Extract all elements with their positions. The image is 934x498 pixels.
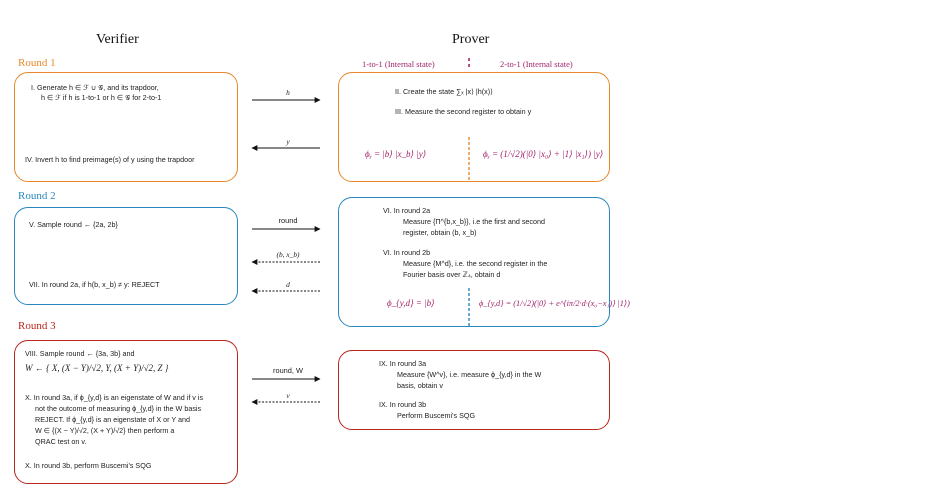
round3-prover-box: IX. In round 3a Measure {W^v}, i.e. meas… <box>338 350 610 430</box>
round2-verifier-box: V. Sample round ← {2a, 2b} VII. In round… <box>14 207 238 305</box>
r2-state-right: ϕ_{y,d} = (1/√2)(|0⟩ + e^{iπ/2·d·(x₀−x₁)… <box>479 299 630 308</box>
round2-label: Round 2 <box>18 190 56 202</box>
r3-arrow-roundW-label: round, W <box>273 366 303 375</box>
prover-2to1-label: 2-to-1 (Internal state) <box>500 59 573 69</box>
r2-step5: V. Sample round ← {2a, 2b} <box>29 220 118 229</box>
r3-step8-line2: W ← { X, (X − Y)/√2, Y, (X + Y)/√2, Z } <box>25 363 169 373</box>
r2-s6a-line2: register, obtain (b, x_b) <box>403 228 477 237</box>
round1-label: Round 1 <box>18 57 56 69</box>
r2-arrow-round-label: round <box>278 216 298 225</box>
r3-s9b-title: IX. In round 3b <box>379 400 427 409</box>
r2-arrow-d-label: d <box>286 280 290 289</box>
r1-step2: II. Create the state ∑ₓ |x⟩ |h(x)⟩ <box>395 87 493 96</box>
r1-state-2to1: ϕᵧ = (1/√2)(|0⟩ |x₀⟩ + |1⟩ |x₁⟩) |y⟩ <box>483 149 604 159</box>
prover-header: Prover <box>452 32 490 47</box>
r1-arrow-y-label: y <box>286 137 290 146</box>
r3-x-line2: not the outcome of measuring ϕ_{y,d} in … <box>35 404 202 413</box>
r3-x-line5: QRAC test on v. <box>35 437 87 446</box>
r3-s9a-title: IX. In round 3a <box>379 359 427 368</box>
r2-arrow-bxb-label: (b, x_b) <box>276 250 300 259</box>
r1-arrow-h-label: h <box>286 88 290 97</box>
r1-step4: IV. Invert h to find preimage(s) of y us… <box>25 155 195 164</box>
r3-x-line1: X. In round 3a, if ϕ_{y,d} is an eigenst… <box>25 393 204 402</box>
r3-s9a-line1: Measure {W^v}, i.e. measure ϕ_{y,d} in t… <box>397 370 542 379</box>
r1-step1-line2: h ∈ ℱ if h is 1-to-1 or h ∈ 𝒢 for 2-to-1 <box>41 93 162 102</box>
prover-1to1-label: 1-to-1 (Internal state) <box>362 59 435 69</box>
r2-s6a-line1: Measure {Π^{b,x_b}}, i.e the first and s… <box>403 217 546 226</box>
r3-x-line3: REJECT. If ϕ_{y,d} is an eigenstate of X… <box>35 415 191 424</box>
r3-arrow-v-label: v <box>286 391 290 400</box>
r2-s6b-line1: Measure {M^d}, i.e. the second register … <box>403 259 548 268</box>
round3-verifier-box: VIII. Sample round ← {3a, 3b} and W ← { … <box>14 340 238 484</box>
r1-step3: III. Measure the second register to obta… <box>395 107 532 116</box>
r1-state-1to1: ϕᵧ = |b⟩ |x_b⟩ |y⟩ <box>365 149 427 159</box>
r3-x-line4: W ∈ {(X − Y)/√2, (X + Y)/√2} then perfor… <box>35 426 175 435</box>
round2-prover-box: VI. In round 2a Measure {Π^{b,x_b}}, i.e… <box>338 197 630 327</box>
r2-step7: VII. In round 2a, if h(b, x_b) ≠ y: REJE… <box>29 280 160 289</box>
r3-step8-line1: VIII. Sample round ← {3a, 3b} and <box>25 349 135 358</box>
r3-x-last: X. In round 3b, perform Buscemi's SQG <box>25 461 152 470</box>
r1-step1-line1: I. Generate h ∈ ℱ ∪ 𝒢, and its trapdoor, <box>31 83 159 92</box>
r2-s6b-title: VI. In round 2b <box>383 248 431 257</box>
r2-s6b-line2: Fourier basis over ℤ₄, obtain d <box>403 270 501 279</box>
r2-state-left: ϕ_{y,d} = |b⟩ <box>387 298 435 308</box>
r3-s9b-line1: Perform Buscemi's SQG <box>397 411 476 420</box>
round1-prover-box: II. Create the state ∑ₓ |x⟩ |h(x)⟩ III. … <box>338 72 610 182</box>
round3-label: Round 3 <box>18 320 56 332</box>
r3-s9a-line2: basis, obtain v <box>397 381 443 390</box>
round1-verifier-box: I. Generate h ∈ ℱ ∪ 𝒢, and its trapdoor,… <box>14 72 238 182</box>
verifier-header: Verifier <box>96 32 139 47</box>
r2-s6a-title: VI. In round 2a <box>383 206 431 215</box>
